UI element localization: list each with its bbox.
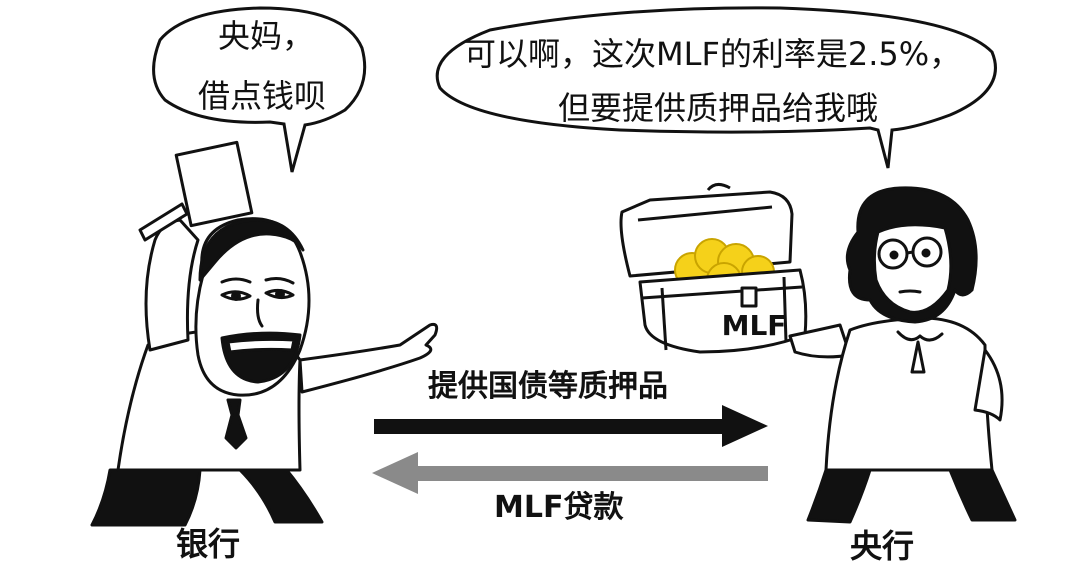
bank-speech-line-2: 借点钱呗	[198, 77, 327, 115]
central-banker-character	[806, 186, 1017, 524]
loan-arrow-label: MLF贷款	[494, 490, 624, 525]
central-speech-line-2: 但要提供质押品给我哦	[558, 89, 879, 127]
banker-character	[90, 140, 439, 527]
mlf-treasure-chest	[619, 183, 852, 359]
collateral-arrow-label: 提供国债等质押品	[428, 369, 668, 404]
arrow-to-central-bank	[374, 405, 768, 447]
central-bank-label: 央行	[850, 527, 915, 565]
bank-label: 银行	[176, 525, 241, 563]
bank-speech-line-1: 央妈，	[218, 17, 315, 55]
central-speech-line-1: 可以啊，这次MLF的利率是2.5%，	[464, 35, 962, 73]
central-bank-speech-bubble	[435, 6, 997, 169]
bank-speech-bubble	[152, 6, 367, 173]
arrow-to-bank	[372, 452, 768, 494]
